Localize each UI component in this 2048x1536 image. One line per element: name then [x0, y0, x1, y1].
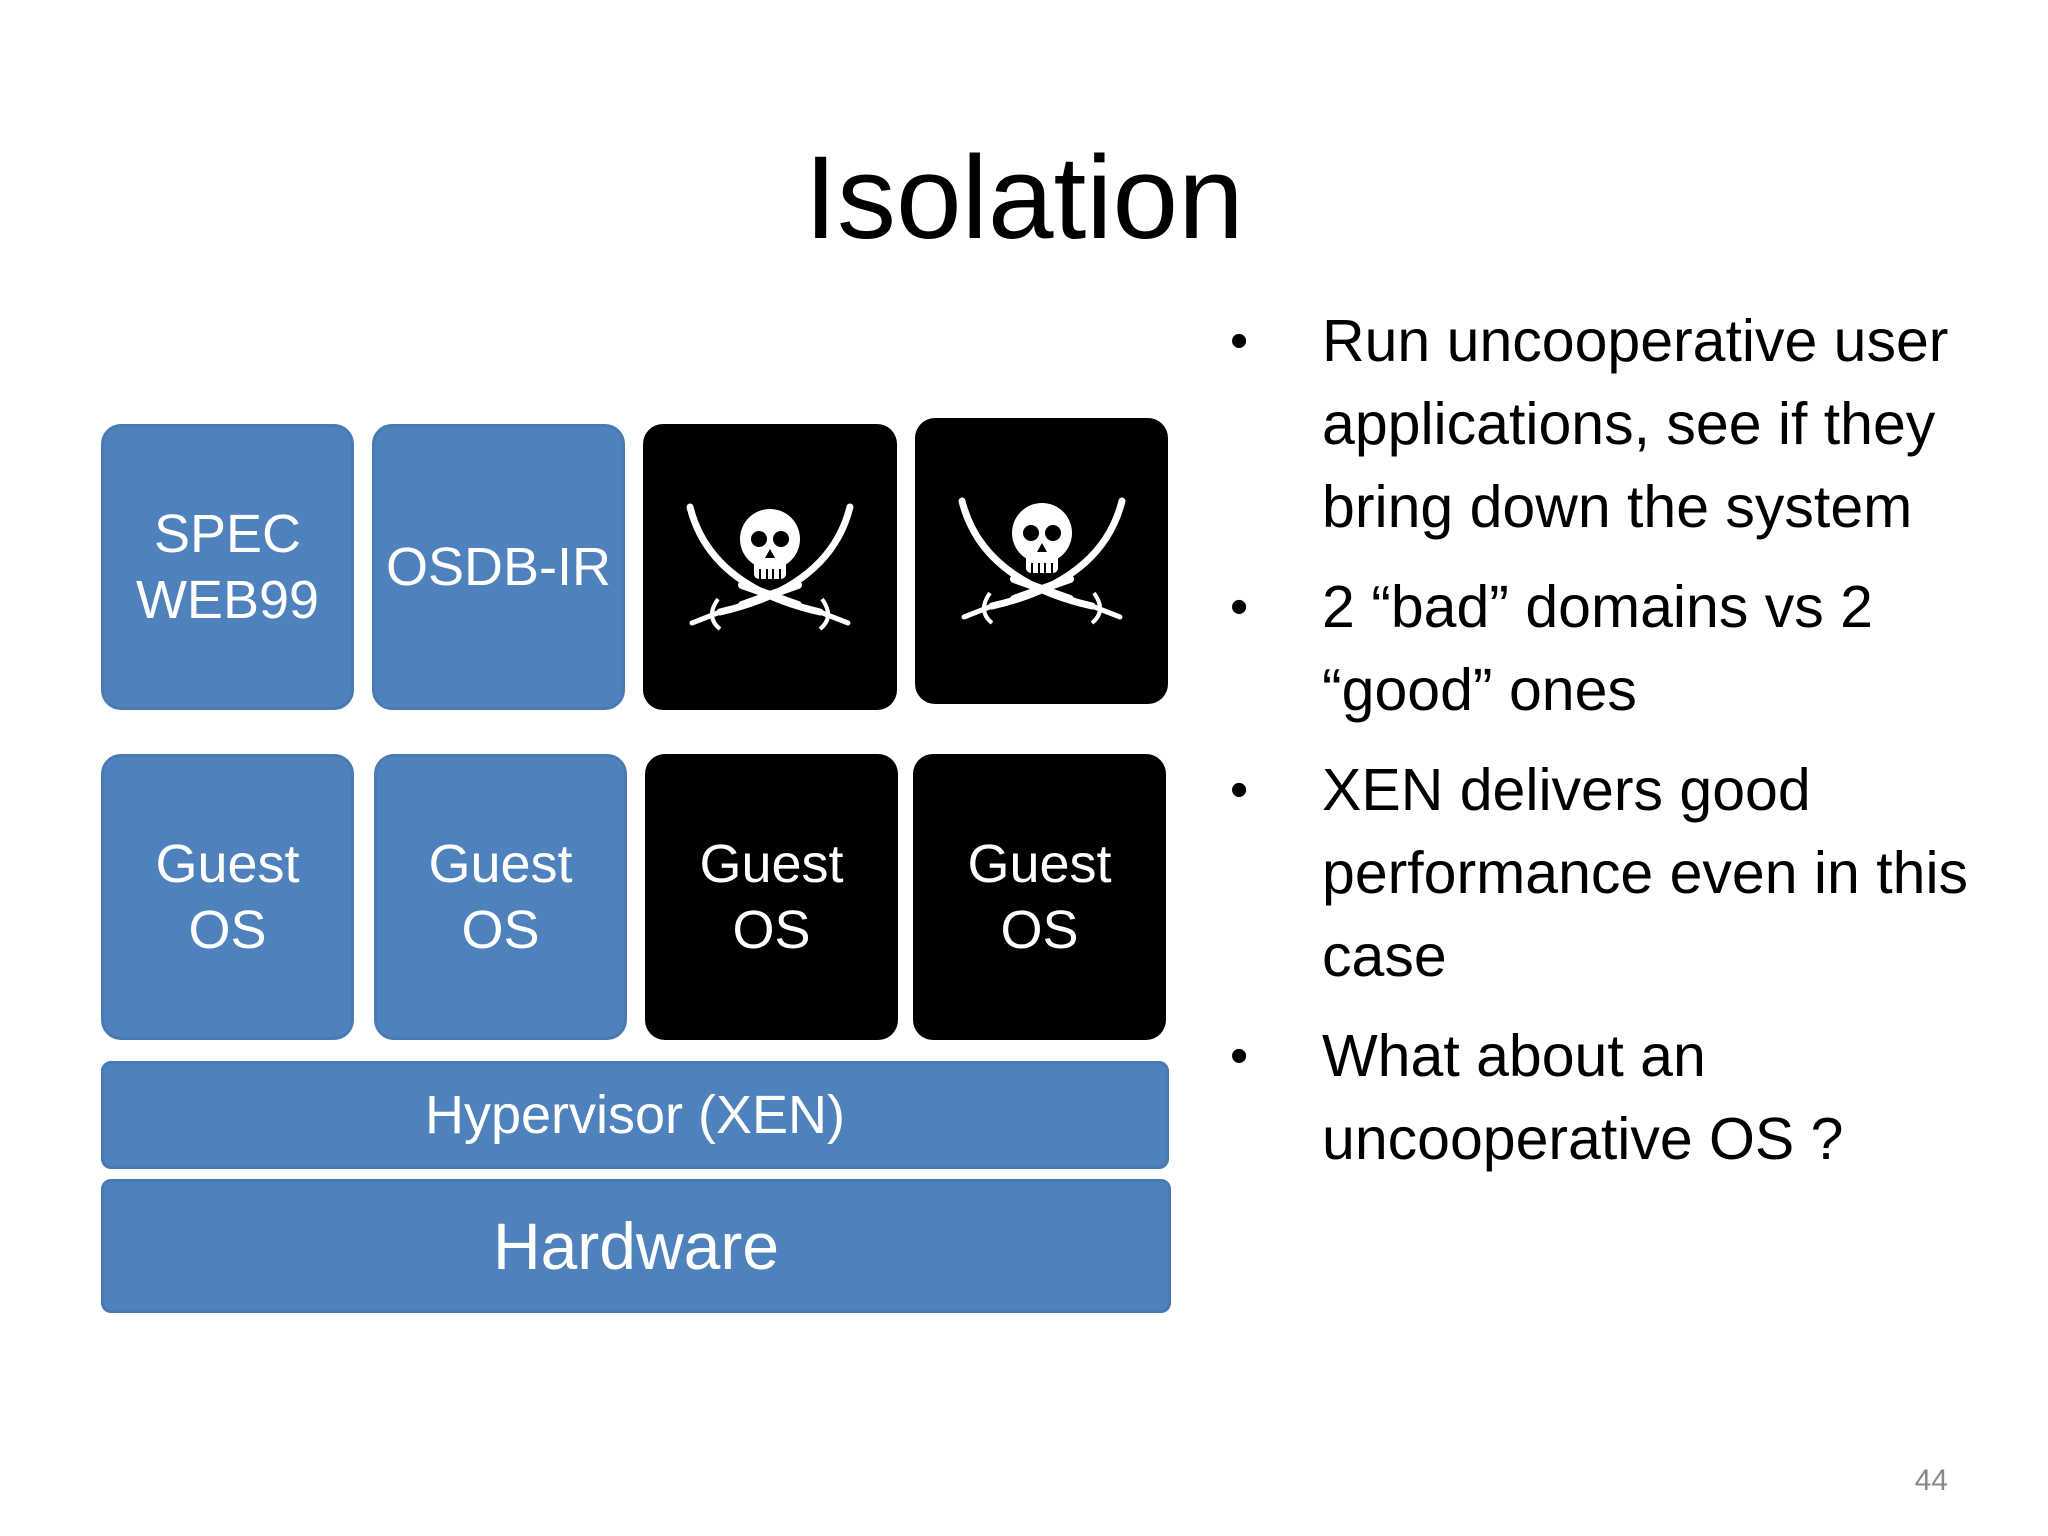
bullet-list: • Run uncooperative user applications, s… [1230, 300, 2010, 1198]
guest-os-box-2: Guest OS [374, 754, 627, 1040]
guest-os-label: Guest OS [699, 834, 844, 960]
hardware-label: Hardware [492, 1209, 780, 1283]
bullet-text: XEN delivers good performance even in th… [1322, 757, 1969, 989]
app-box-label: SPEC WEB99 [135, 504, 320, 630]
bullet-item: • XEN delivers good performance even in … [1230, 749, 2010, 998]
app-box-label: OSDB-IR [385, 537, 612, 597]
hypervisor-layer: Hypervisor (XEN) [101, 1061, 1169, 1169]
guest-os-box-4: Guest OS [913, 754, 1166, 1040]
jolly-roger-icon [958, 497, 1125, 625]
guest-os-box-3: Guest OS [645, 754, 898, 1040]
bullet-item: • Run uncooperative user applications, s… [1230, 300, 2010, 549]
guest-os-box-1: Guest OS [101, 754, 354, 1040]
page-number: 44 [1914, 1464, 1948, 1497]
bullet-marker: • [1230, 761, 1249, 819]
app-box-spec-web99: SPEC WEB99 [101, 424, 354, 710]
jolly-roger-icon [686, 503, 854, 631]
bullet-text: What about an uncooperative OS ? [1322, 1023, 1844, 1172]
bullet-marker: • [1230, 578, 1249, 636]
bullet-text: Run uncooperative user applications, see… [1322, 308, 1949, 540]
app-box-bad-domain-2 [915, 418, 1168, 704]
bullet-item: • What about an uncooperative OS ? [1230, 1015, 2010, 1181]
app-box-bad-domain-1 [643, 424, 897, 710]
bullet-text: 2 “bad” domains vs 2 “good” ones [1322, 574, 1873, 723]
guest-os-label: Guest OS [155, 834, 300, 960]
app-box-osdb-ir: OSDB-IR [372, 424, 625, 710]
bullet-marker: • [1230, 1027, 1249, 1085]
bullet-item: • 2 “bad” domains vs 2 “good” ones [1230, 566, 2010, 732]
slide-title: Isolation [804, 132, 1244, 264]
guest-os-label: Guest OS [428, 834, 573, 960]
hardware-layer: Hardware [101, 1179, 1171, 1313]
guest-os-label: Guest OS [967, 834, 1112, 960]
hypervisor-label: Hypervisor (XEN) [424, 1085, 846, 1145]
bullet-marker: • [1230, 312, 1249, 370]
